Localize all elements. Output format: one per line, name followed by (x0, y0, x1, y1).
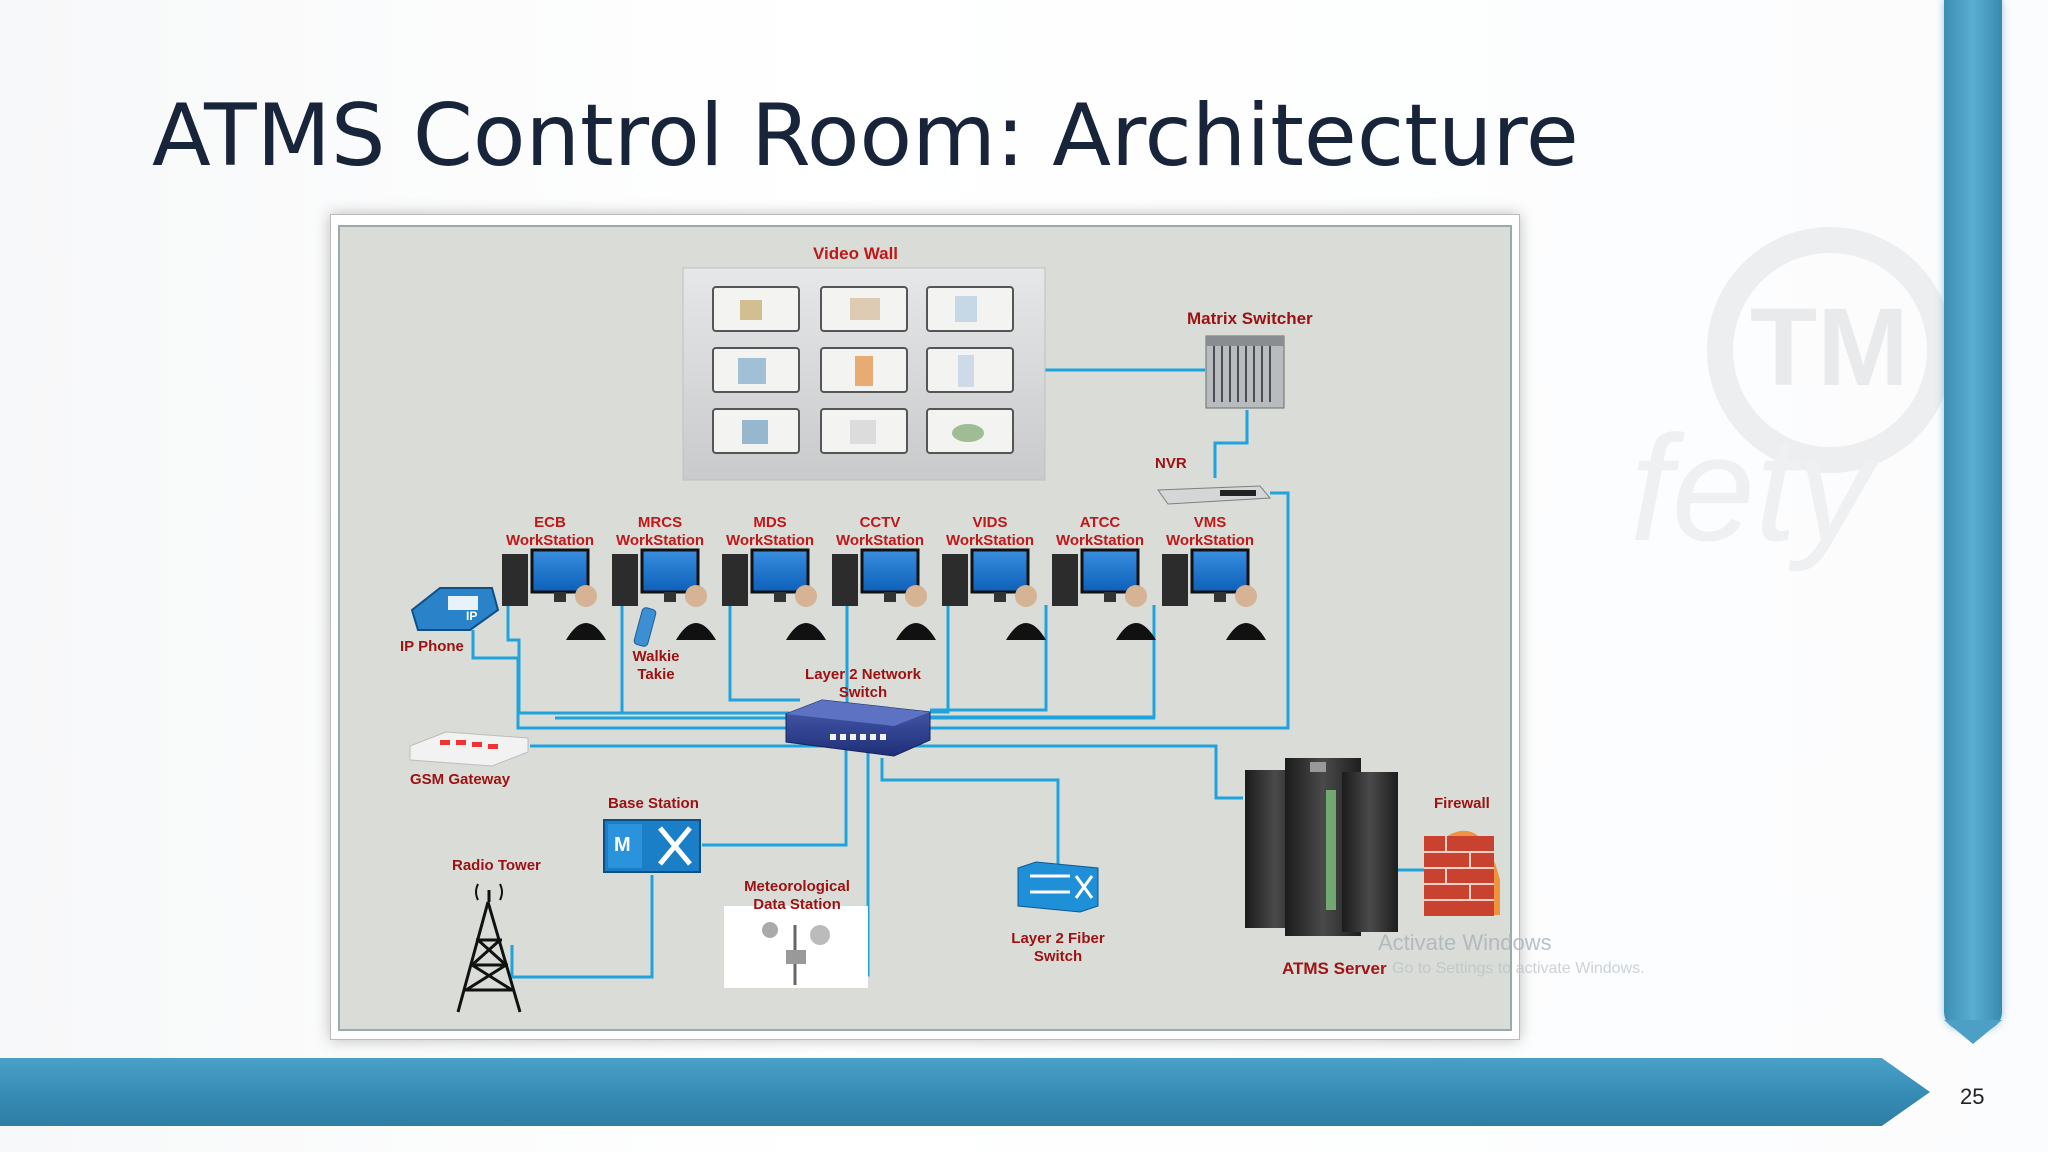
label-video-wall: Video Wall (813, 244, 899, 263)
label-ws-atcc-line2: WorkStation (1056, 532, 1145, 549)
gsm-gateway-icon (409, 731, 529, 767)
label-ws-atcc-line1: ATCC (1079, 514, 1121, 531)
label-ws-ecb-line2: WorkStation (506, 532, 595, 549)
label-atms-server: ATMS Server (1282, 959, 1387, 978)
label-ws-vids: VIDS WorkStation (946, 514, 1034, 550)
label-fiber-line1: Layer 2 Fiber (1011, 930, 1105, 947)
firewall-icon (1424, 830, 1500, 916)
link-nvr-switch (930, 491, 1290, 730)
label-base-station: Base Station (608, 795, 699, 812)
label-ws-cctv: CCTV WorkStation (836, 514, 924, 550)
label-ws-atcc: ATCC WorkStation (1056, 514, 1144, 550)
label-ws-mds-line2: WorkStation (726, 532, 815, 549)
svg-text:fety: fety (1630, 404, 1880, 572)
link-ipphone (471, 630, 790, 730)
label-met-line1: Meteorological (744, 878, 850, 895)
link-fiber (880, 758, 1060, 868)
workstation-ecb (502, 548, 606, 640)
svg-text:TM: TM (1750, 286, 1909, 409)
label-ws-ecb-line1: ECB (534, 514, 566, 531)
atms-server-icon (1245, 758, 1398, 936)
label-walkie-talkie: Walkie Takie (628, 648, 684, 684)
label-ws-vids-line2: WorkStation (946, 532, 1035, 549)
label-met-line2: Data Station (753, 896, 841, 913)
workstation-graphics (502, 548, 1266, 640)
label-matrix-switcher: Matrix Switcher (1187, 309, 1313, 328)
label-nvr: NVR (1155, 455, 1187, 472)
link-basestation (702, 745, 848, 847)
link-radio (510, 875, 654, 979)
workstation-mrcs (612, 548, 716, 640)
workstation-atcc (1052, 548, 1156, 640)
walkie-talkie-icon (633, 607, 657, 647)
workstation-vms (1162, 548, 1266, 640)
label-ws-vms-line2: WorkStation (1166, 532, 1255, 549)
workstation-mds (722, 548, 826, 640)
base-station-letter: M (614, 834, 631, 856)
label-ip-phone: IP Phone (400, 638, 464, 655)
label-ws-mrcs: MRCS WorkStation (616, 514, 704, 550)
label-ws-mrcs-line2: WorkStation (616, 532, 705, 549)
base-station-icon (603, 819, 701, 873)
label-ws-vids-line1: VIDS (972, 514, 1008, 531)
right-accent-bar-tip (1944, 1020, 2002, 1044)
watermark-logo: TM fety (1630, 227, 1953, 572)
svg-text:IP: IP (466, 609, 477, 623)
link-mds (728, 605, 800, 702)
activate-windows-watermark: Activate Windows (1378, 930, 1552, 955)
label-ws-vms: VMS WorkStation (1166, 514, 1254, 550)
label-layer2-switch: Layer 2 Network Switch (800, 666, 926, 702)
label-ws-cctv-line2: WorkStation (836, 532, 925, 549)
link-vms (930, 605, 1156, 719)
label-walkie-line2: Takie (637, 666, 675, 683)
workstation-cctv (832, 548, 936, 640)
label-ws-mds: MDS WorkStation (726, 514, 814, 550)
label-radio-tower: Radio Tower (452, 857, 541, 874)
label-gsm-gateway: GSM Gateway (410, 771, 511, 788)
label-ws-cctv-line1: CCTV (859, 514, 901, 531)
label-layer2-switch-line1: Layer 2 Network (805, 666, 921, 683)
link-matrix-nvr (1213, 410, 1249, 478)
label-met-station: Meteorological Data Station (738, 878, 856, 914)
label-walkie-line1: Walkie (632, 648, 680, 665)
video-wall (682, 267, 1046, 481)
nvr-device (1157, 485, 1272, 505)
layer2-network-switch (785, 699, 931, 757)
label-firewall: Firewall (1434, 795, 1490, 812)
bottom-accent-bar (0, 1058, 1930, 1126)
label-ws-mds-line1: MDS (753, 514, 787, 531)
ip-phone-icon: IP (410, 587, 500, 631)
label-fiber-switch: Layer 2 Fiber Switch (1004, 930, 1112, 966)
slide-title: ATMS Control Room: Architecture (152, 86, 1579, 186)
fiber-switch-icon (1017, 861, 1099, 913)
radio-tower-icon (456, 883, 522, 1013)
label-ws-ecb: ECB WorkStation (506, 514, 594, 550)
label-layer2-switch-line2: Switch (838, 684, 888, 701)
right-accent-bar (1944, 0, 2002, 1030)
activate-windows-subtext: Go to Settings to activate Windows. (1392, 960, 1645, 977)
label-fiber-line2: Switch (1033, 948, 1083, 965)
link-ecb (506, 600, 790, 715)
label-ws-mrcs-line1: MRCS (637, 514, 683, 531)
matrix-switcher (1205, 335, 1285, 409)
label-ws-vms-line1: VMS (1193, 514, 1227, 531)
workstation-vids (942, 548, 1046, 640)
met-station-icon (724, 906, 868, 988)
page-number: 25 (1960, 1084, 1985, 1109)
link-vids (930, 605, 950, 714)
